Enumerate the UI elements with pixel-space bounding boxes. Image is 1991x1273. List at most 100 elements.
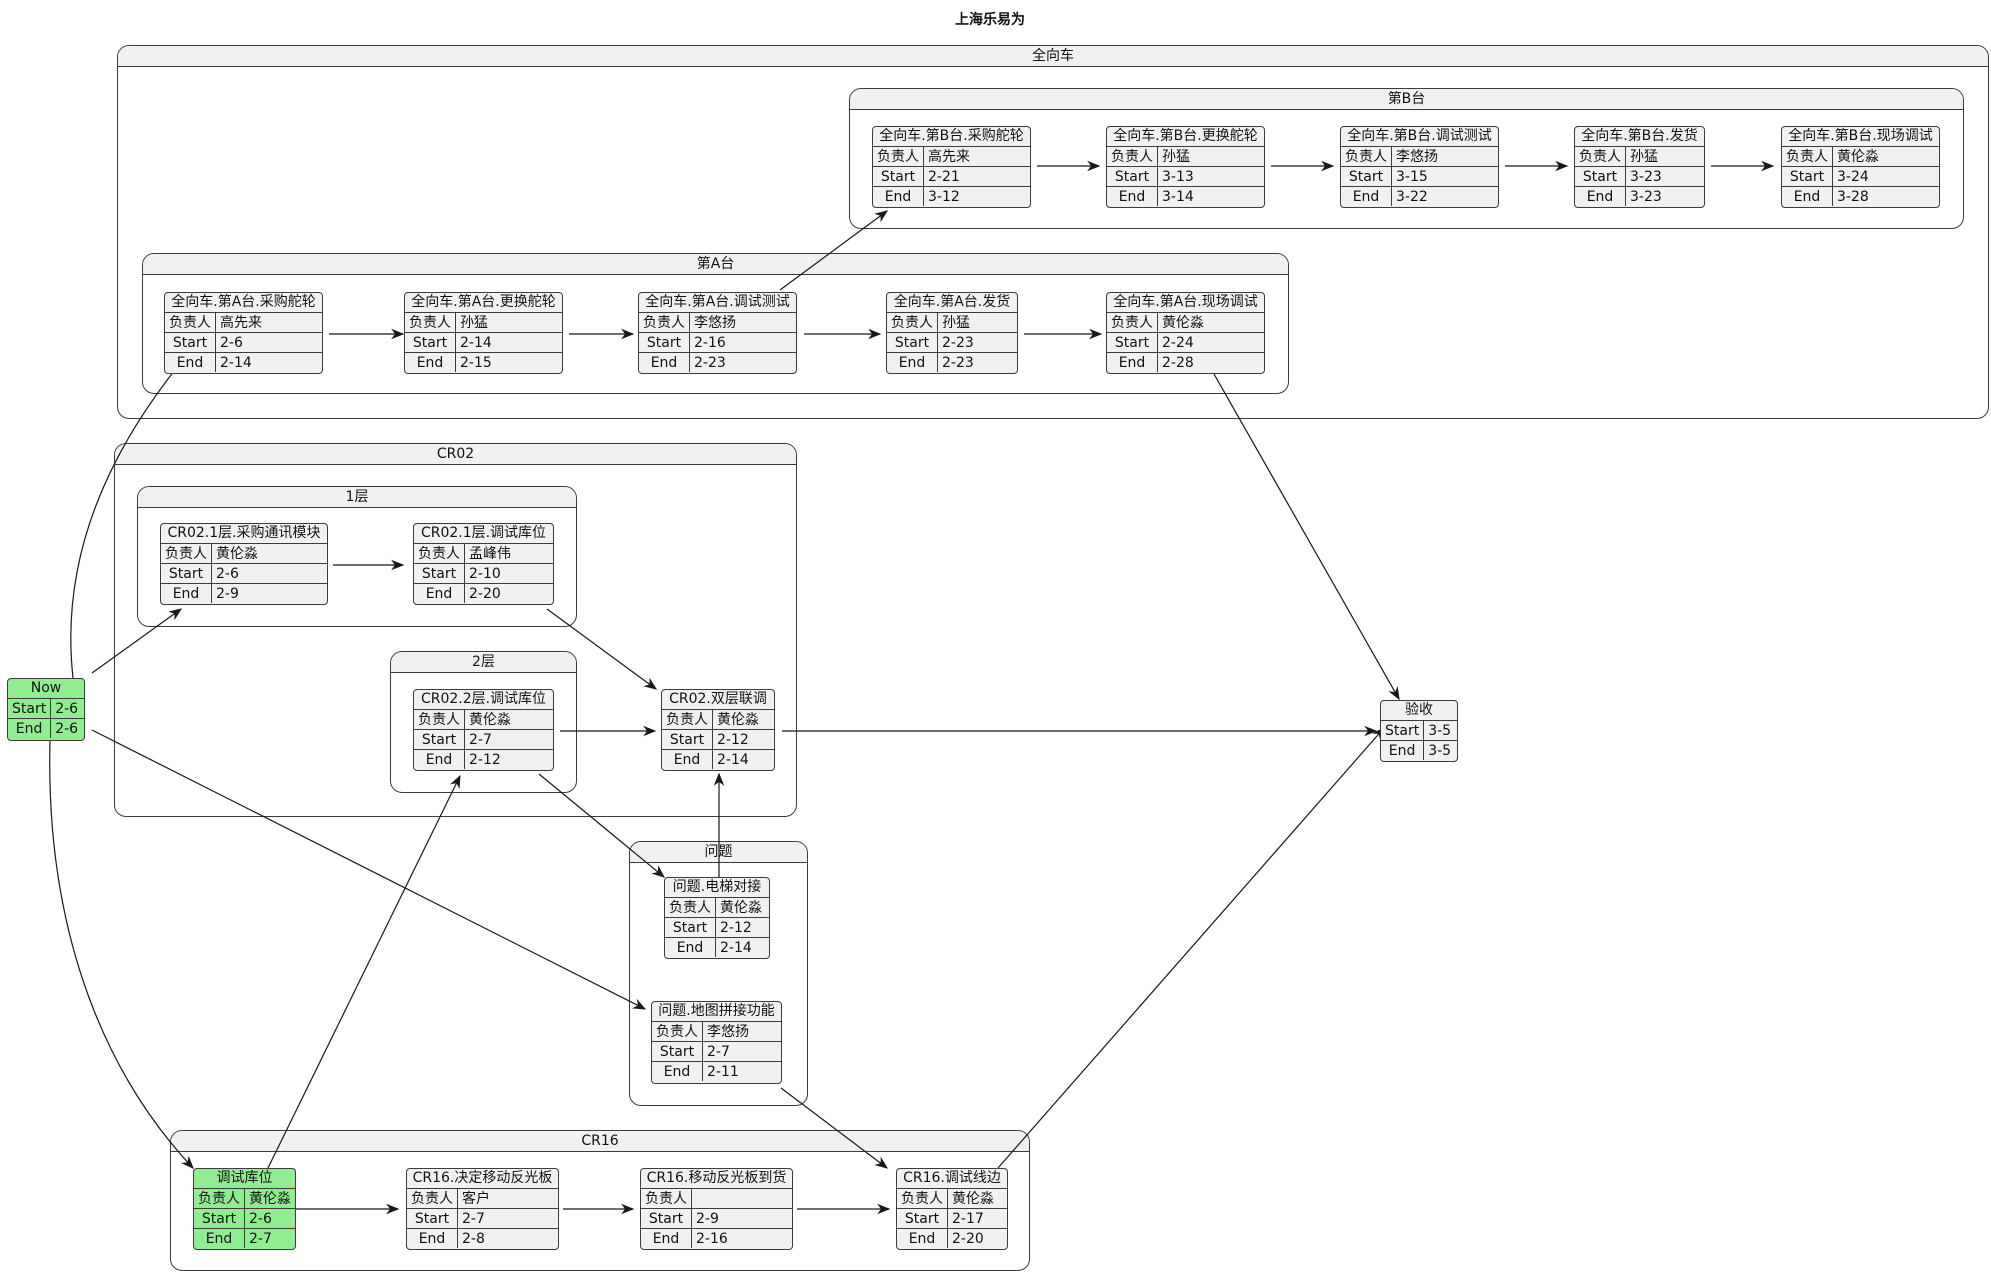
start-value: 3-5 — [1428, 722, 1452, 739]
start-value: 2-14 — [455, 332, 562, 353]
end-value: 2-9 — [211, 583, 327, 603]
end-label: End — [1575, 186, 1626, 206]
owner-value: 孙猛 — [460, 314, 488, 331]
start-label: Start — [887, 332, 938, 353]
edge-d4-accept — [997, 727, 1385, 1169]
edge-now-c1 — [91, 608, 183, 674]
owner-value: 黄伦淼 — [952, 1190, 994, 1207]
page-title: 上海乐易为 — [955, 12, 1025, 28]
owner-label: 负责人 — [639, 313, 690, 333]
owner-label: 负责人 — [405, 313, 456, 333]
start-label: Start — [405, 332, 456, 353]
start-label: Start — [8, 699, 52, 719]
end-value: 2-14 — [712, 749, 774, 769]
task-title: 全向车.第B台.调试测试 — [1341, 127, 1498, 147]
start-label: Start — [165, 332, 216, 353]
task-title: 调试库位 — [194, 1169, 295, 1189]
end-value: 2-20 — [464, 583, 553, 603]
end-value: 3-14 — [1157, 186, 1264, 206]
start-label: Start — [641, 1208, 692, 1229]
start-value: 2-6 — [244, 1208, 295, 1229]
group-header: 全向车 — [118, 46, 1988, 67]
task-title: 全向车.第B台.现场调试 — [1782, 127, 1939, 147]
edge-a5-accept — [1213, 373, 1400, 701]
end-value: 2-14 — [215, 352, 322, 372]
owner-value: 客户 — [462, 1190, 490, 1207]
edge-a3-b1 — [779, 210, 889, 291]
end-value: 2-11 — [702, 1061, 781, 1081]
group-header: 2层 — [391, 652, 576, 673]
owner-label: 负责人 — [662, 710, 713, 730]
end-value: 2-16 — [691, 1228, 792, 1248]
end-label: End — [652, 1061, 703, 1081]
start-value: 2-10 — [464, 563, 553, 584]
start-label: Start — [639, 332, 690, 353]
start-label: Start — [1381, 721, 1425, 741]
start-value: 2-24 — [1157, 332, 1264, 353]
start-value: 2-7 — [702, 1041, 781, 1062]
end-label: End — [662, 749, 713, 769]
owner-value: 李悠扬 — [694, 314, 736, 331]
owner-label: 负责人 — [641, 1189, 692, 1209]
end-value: 2-23 — [937, 352, 1017, 372]
owner-value: 黄伦淼 — [469, 711, 511, 728]
task-title: CR02.双层联调 — [662, 690, 774, 710]
group-cr16: CR16 — [170, 1130, 1030, 1271]
edge-now-a1 — [70, 341, 198, 679]
end-value: 3-23 — [1625, 186, 1704, 206]
owner-value: 李悠扬 — [1396, 148, 1438, 165]
start-value: 3-15 — [1391, 166, 1498, 187]
task-title: 全向车.第A台.调试测试 — [639, 293, 796, 313]
end-label: End — [1107, 186, 1158, 206]
end-value: 3-12 — [923, 186, 1030, 206]
owner-value: 黄伦淼 — [720, 899, 762, 916]
end-label: End — [897, 1228, 948, 1248]
task-title: 全向车.第A台.现场调试 — [1107, 293, 1264, 313]
start-label: Start — [414, 563, 465, 584]
end-value: 2-8 — [457, 1228, 558, 1248]
owner-label: 负责人 — [414, 544, 465, 564]
end-label: End — [873, 186, 924, 206]
start-label: Start — [652, 1041, 703, 1062]
task-title: 全向车.第A台.发货 — [887, 293, 1017, 313]
owner-label: 负责人 — [873, 147, 924, 167]
task-title: 全向车.第A台.更换舵轮 — [405, 293, 562, 313]
end-label: End — [887, 352, 938, 372]
start-value: 2-7 — [464, 729, 553, 750]
start-label: Start — [1107, 332, 1158, 353]
start-label: Start — [194, 1208, 245, 1229]
edge-c3-q1 — [538, 773, 666, 878]
start-label: Start — [407, 1208, 458, 1229]
task-title: 全向车.第B台.采购舵轮 — [873, 127, 1030, 147]
end-label: End — [1782, 186, 1833, 206]
start-value: 2-6 — [211, 563, 327, 584]
end-label: End — [414, 749, 465, 769]
task-title: 全向车.第B台.更换舵轮 — [1107, 127, 1264, 147]
owner-label: 负责人 — [887, 313, 938, 333]
owner-label: 负责人 — [652, 1022, 703, 1042]
owner-value: 黄伦淼 — [1162, 314, 1204, 331]
owner-label: 负责人 — [1107, 313, 1158, 333]
